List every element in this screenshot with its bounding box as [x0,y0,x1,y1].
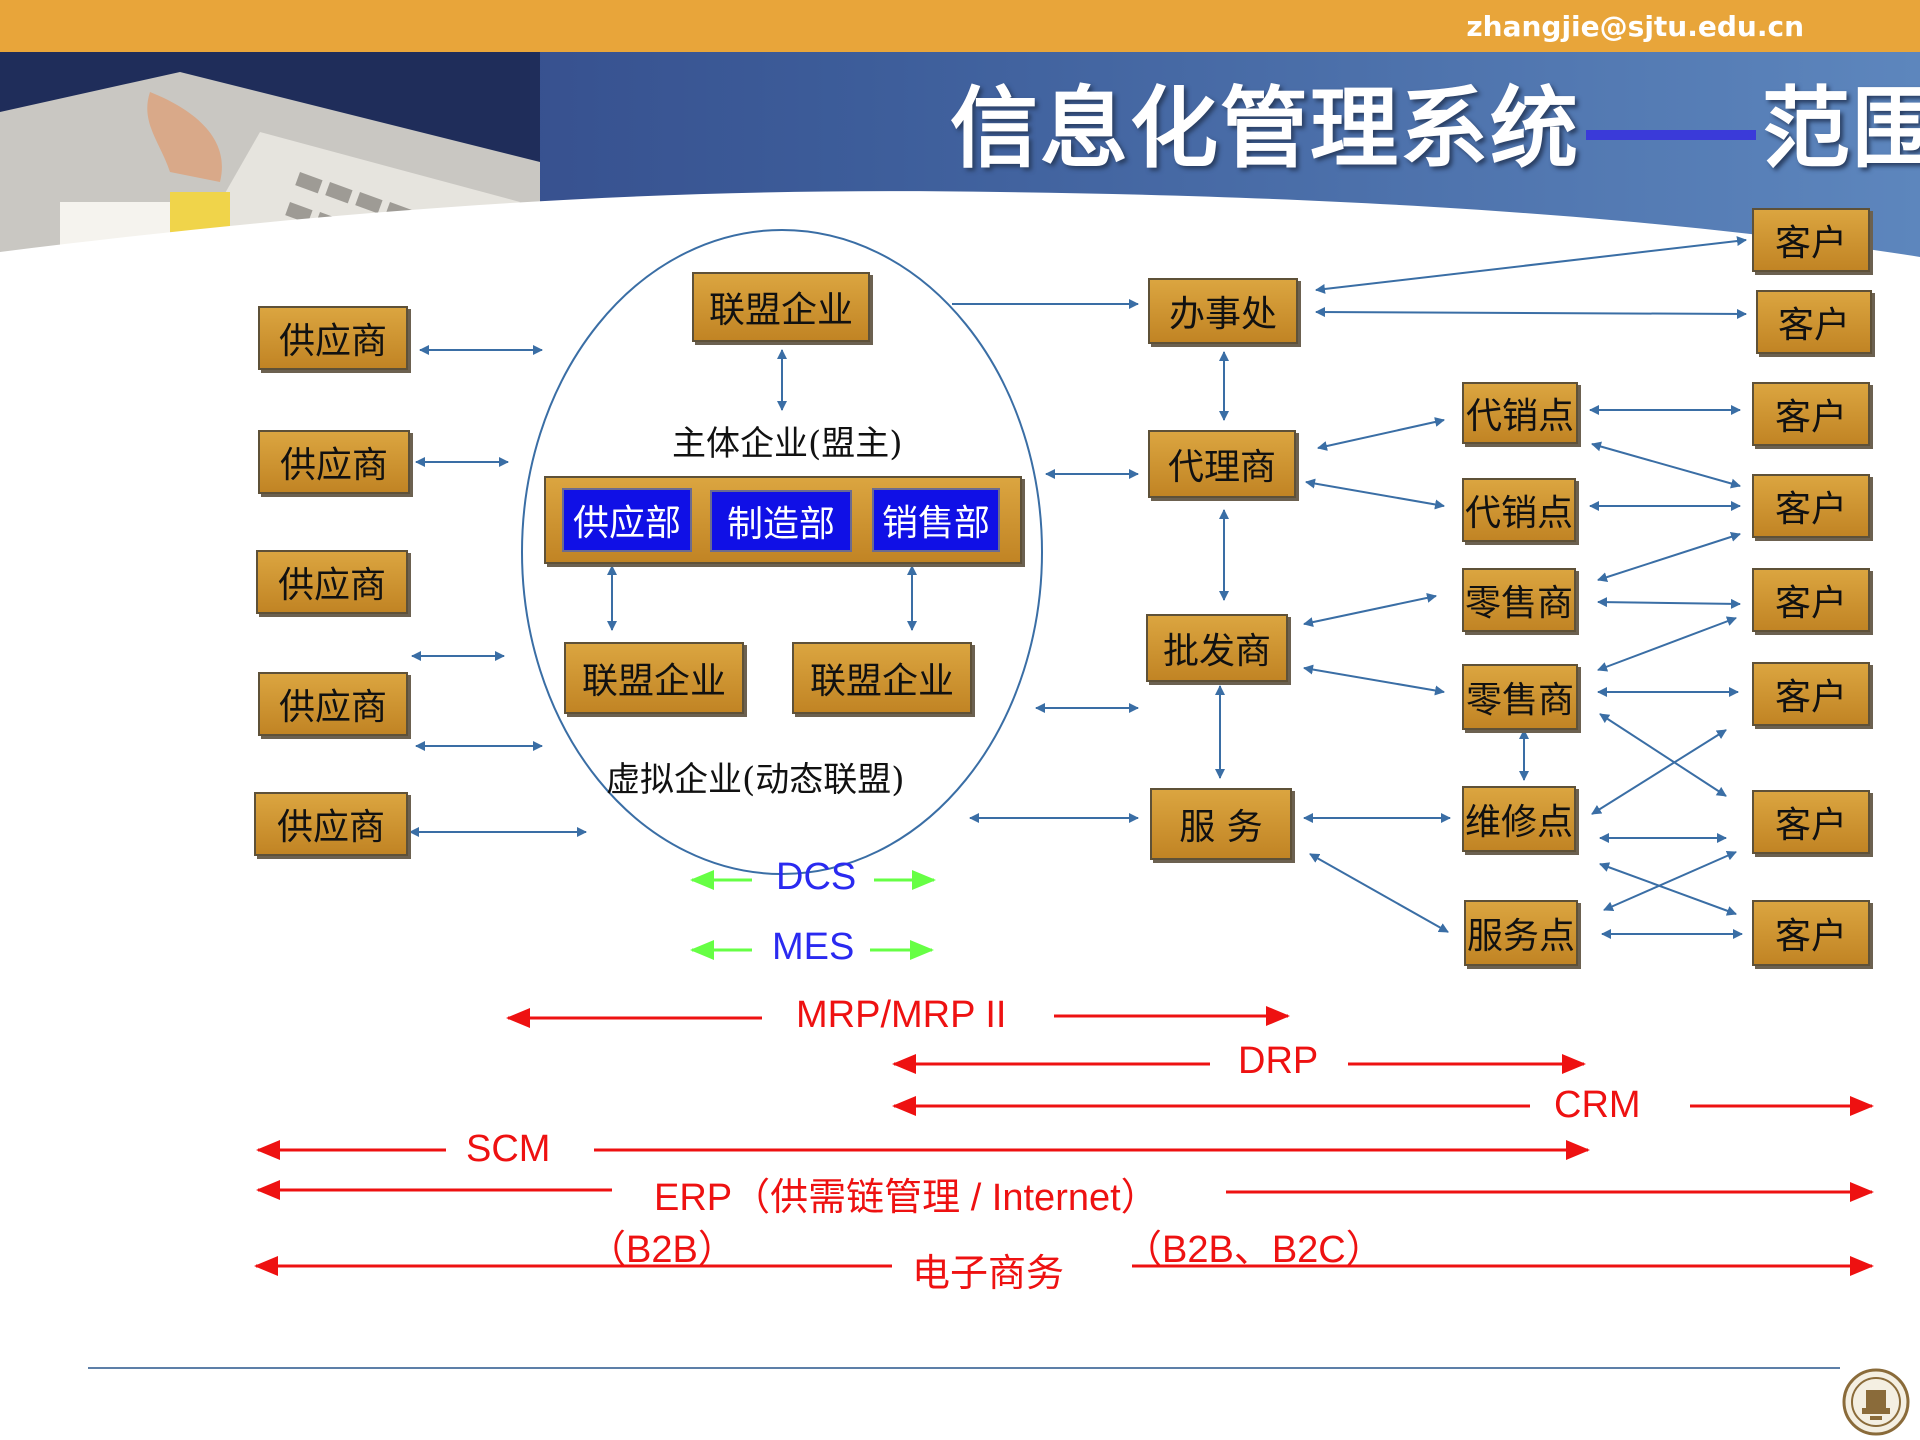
virtual-enterprise-label: 虚拟企业(动态联盟) [606,760,905,800]
connector [1591,729,1727,815]
customer-box-5: 客户 [1752,568,1870,632]
erp-label: ERP（供需链管理 / Internet） [654,1177,1159,1219]
alliance-box-right: 联盟企业 [792,642,972,714]
supplier-box-2: 供应商 [258,430,410,494]
core-enterprise-label: 主体企业(盟主) [672,424,903,464]
agent-box: 代理商 [1148,430,1296,498]
office-box: 办事处 [1148,278,1298,344]
dept-supply: 供应部 [562,488,692,552]
dcs-label: DCS [776,856,857,898]
title-scope: 范围 [1762,77,1920,180]
drp-label: DRP [1238,1040,1319,1082]
connector [1317,417,1445,451]
supplier-box-5: 供应商 [254,792,408,856]
connector [1597,597,1741,609]
customer-box-8: 客户 [1752,900,1870,966]
customer-box-4: 客户 [1752,474,1870,538]
customer-box-7: 客户 [1752,790,1870,854]
dept-sales: 销售部 [872,488,1000,552]
footer-divider [88,1367,1840,1369]
dept-manufacturing: 制造部 [710,490,852,552]
connector [1303,592,1437,628]
author-email: zhangjie@sjtu.edu.cn [1466,10,1804,43]
supplier-box-4: 供应商 [258,672,408,736]
mes-label: MES [772,926,855,968]
connector [1305,478,1445,510]
top-bar [0,0,1920,52]
connector [1597,616,1737,672]
ecommerce-label: 电子商务 [912,1253,1065,1295]
customer-box-1: 客户 [1752,208,1870,272]
connector [1315,236,1747,294]
customer-box-3: 客户 [1752,382,1870,446]
connector [1591,441,1741,489]
green-arrows [690,870,936,960]
connector [1603,851,1737,911]
slide-title: 信息化管理系统 范围 [950,58,1920,180]
university-seal-icon [1842,1368,1910,1436]
mrp-label: MRP/MRP II [796,994,1007,1036]
crm-label: CRM [1554,1084,1641,1126]
retailer-box-1: 零售商 [1462,568,1576,632]
connector [1315,307,1747,319]
red-range-arrows [254,1006,1874,1276]
title-dash [1586,130,1757,141]
consign-box-2: 代销点 [1462,478,1576,542]
wholesaler-box: 批发商 [1146,614,1288,682]
customer-box-2: 客户 [1756,290,1872,354]
scm-label: SCM [466,1128,551,1170]
service-point-box: 服务点 [1464,900,1578,966]
connector [1599,862,1737,916]
b2b-b2c-label: （B2B、B2C） [1124,1229,1384,1271]
title-main: 信息化管理系统 [950,77,1581,180]
alliance-box-top: 联盟企业 [692,272,870,342]
retailer-box-2: 零售商 [1462,664,1578,730]
customer-box-6: 客户 [1752,662,1870,726]
connector [1597,532,1741,582]
connector [1303,664,1445,696]
consign-box-1: 代销点 [1462,382,1578,444]
virtual-enterprise-ellipse [521,229,1043,875]
supplier-box-1: 供应商 [258,306,408,370]
repair-box: 维修点 [1462,786,1576,852]
connector [1309,853,1449,933]
service-box: 服 务 [1150,788,1292,860]
blue-connectors [409,236,1747,939]
b2b-label: （B2B） [588,1229,736,1271]
alliance-box-left: 联盟企业 [564,642,744,714]
supplier-box-3: 供应商 [256,550,408,614]
connector [1599,713,1727,797]
